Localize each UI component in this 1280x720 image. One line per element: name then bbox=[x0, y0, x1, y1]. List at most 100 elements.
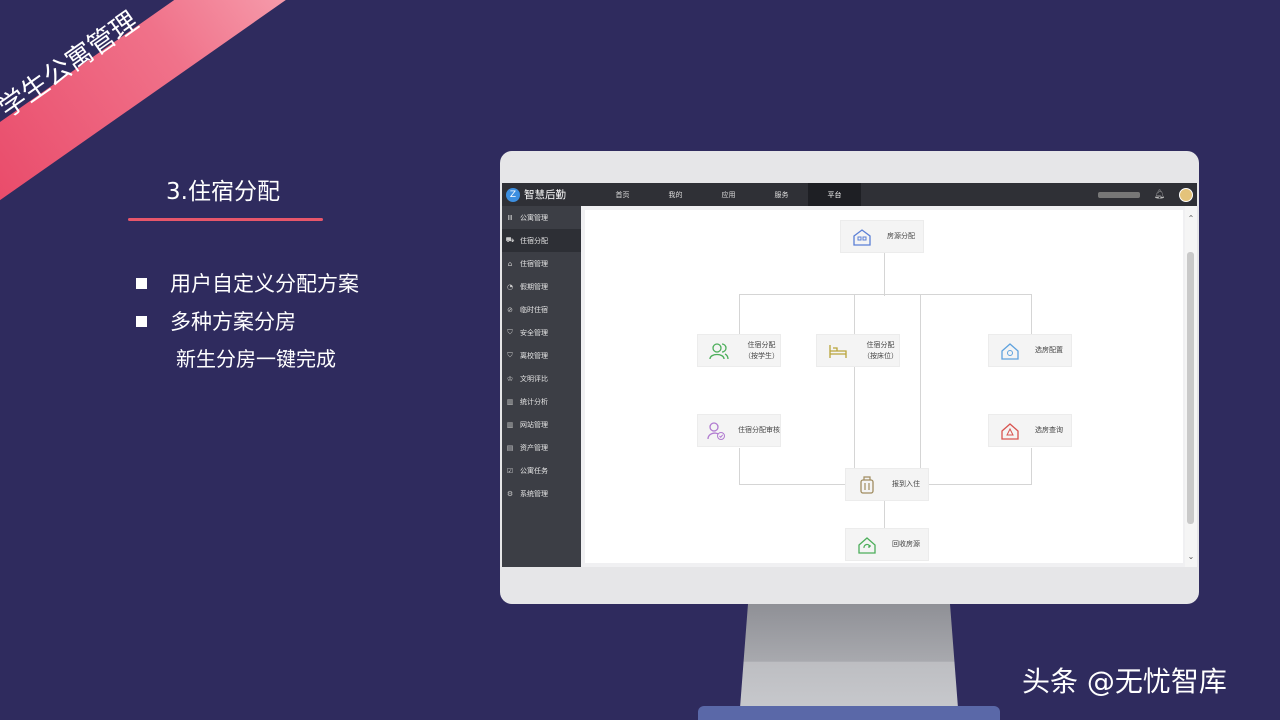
home-icon: ⌂ bbox=[507, 259, 513, 268]
node-recycle-rooms[interactable]: 回收房源 bbox=[845, 528, 929, 561]
user-check-icon bbox=[706, 421, 726, 440]
nav-apps[interactable]: 应用 bbox=[721, 190, 736, 199]
sidebar-item[interactable]: ♔ 文明评比 bbox=[502, 367, 581, 390]
task-icon: ☑ bbox=[506, 466, 514, 475]
node-label: 房源分配 bbox=[887, 232, 915, 240]
node-check-in[interactable]: 报到入住 bbox=[845, 468, 929, 501]
bed-icon: ⛟ bbox=[505, 236, 515, 244]
site-icon: ▥ bbox=[506, 420, 514, 429]
node-allocation-review[interactable]: 住宿分配审核 bbox=[697, 414, 781, 447]
bullet-square-icon bbox=[136, 277, 147, 289]
connector bbox=[1031, 294, 1032, 334]
watermark: 头条 @无忧智库 bbox=[1022, 665, 1227, 698]
nav-platform[interactable]: 平台 bbox=[808, 183, 861, 206]
sidebar-item[interactable]: Ⅲ 公寓管理 bbox=[502, 206, 581, 229]
sidebar-item-label: 文明评比 bbox=[520, 374, 548, 383]
app-topbar: Z 智慧后勤 首页 我的 应用 服务 平台 🔔︎ bbox=[502, 183, 1197, 206]
node-label: 住宿分配（按学生） bbox=[744, 340, 779, 360]
scroll-thumb[interactable] bbox=[1187, 252, 1194, 524]
house-alert-icon bbox=[997, 422, 1023, 440]
sidebar-item[interactable]: ⌂ 住宿管理 bbox=[502, 252, 581, 275]
logo-icon: Z bbox=[506, 187, 520, 202]
sidebar-item[interactable]: ◔ 假期管理 bbox=[502, 275, 581, 298]
node-label: 住宿分配（按床位） bbox=[863, 340, 898, 360]
medal-icon: ♔ bbox=[506, 374, 514, 383]
sidebar-item-label: 系统管理 bbox=[520, 489, 548, 498]
sidebar: Ⅲ 公寓管理 ⛟ 住宿分配 ⌂ 住宿管理 ◔ 假期管理 ⊘ 临时住宿 ⛉ 安全管理 ⛉ 离校管理 ♔ 文明评比… bbox=[502, 206, 581, 567]
nav-mine[interactable]: 我的 bbox=[668, 190, 683, 199]
connector bbox=[884, 501, 885, 528]
bullet-square-icon bbox=[136, 315, 147, 327]
sidebar-item-label: 资产管理 bbox=[520, 443, 548, 452]
sidebar-item-label: 网站管理 bbox=[520, 420, 548, 429]
luggage-icon bbox=[854, 475, 880, 494]
gear-icon: ⚙ bbox=[506, 489, 514, 498]
node-select-query[interactable]: 选房查询 bbox=[988, 414, 1072, 447]
bed-icon bbox=[825, 342, 851, 360]
monitor-stand bbox=[740, 604, 958, 708]
bullet-text: 多种方案分房 bbox=[170, 310, 296, 334]
main-content: 房源分配 住宿分配（按学生） 住宿分配（按床位） 选房配置 bbox=[581, 206, 1197, 567]
nav-home[interactable]: 首页 bbox=[615, 190, 630, 199]
connector bbox=[920, 294, 921, 468]
sidebar-item[interactable]: ☑ 公寓任务 bbox=[502, 459, 581, 482]
bullet-list: 用户自定义分配方案 多种方案分房 新生分房一键完成 bbox=[136, 264, 359, 378]
sidebar-item[interactable]: ⊘ 临时住宿 bbox=[502, 298, 581, 321]
clock-icon: ◔ bbox=[506, 282, 514, 291]
node-label: 住宿分配审核 bbox=[738, 426, 780, 434]
sidebar-item-label: 统计分析 bbox=[520, 397, 548, 406]
users-icon bbox=[706, 342, 732, 360]
sidebar-item[interactable]: ⛉ 安全管理 bbox=[502, 321, 581, 344]
sidebar-item[interactable]: ⛉ 离校管理 bbox=[502, 344, 581, 367]
sidebar-item[interactable]: ⛟ 住宿分配 bbox=[502, 229, 581, 252]
node-allocate-by-bed[interactable]: 住宿分配（按床位） bbox=[816, 334, 900, 367]
sidebar-item-label: 离校管理 bbox=[520, 351, 548, 360]
avatar[interactable] bbox=[1179, 187, 1193, 202]
scrollbar[interactable]: ⌃ ⌄ bbox=[1185, 206, 1197, 567]
bell-icon[interactable]: 🔔︎ bbox=[1153, 189, 1165, 200]
node-room-allocation[interactable]: 房源分配 bbox=[840, 220, 924, 253]
node-allocate-by-student[interactable]: 住宿分配（按学生） bbox=[697, 334, 781, 367]
sidebar-item-label: 假期管理 bbox=[520, 282, 548, 291]
scroll-up-icon[interactable]: ⌃ bbox=[1187, 214, 1195, 223]
logo-text: 智慧后勤 bbox=[524, 189, 566, 201]
scroll-down-icon[interactable]: ⌄ bbox=[1187, 552, 1195, 561]
list-icon: Ⅲ bbox=[507, 213, 513, 222]
stats-icon: ▥ bbox=[506, 397, 514, 406]
sidebar-item[interactable]: ⚙ 系统管理 bbox=[502, 482, 581, 505]
node-label: 报到入住 bbox=[892, 480, 920, 488]
title-underline bbox=[128, 218, 323, 221]
bullet-subtext: 新生分房一键完成 bbox=[176, 347, 336, 371]
connector bbox=[1031, 448, 1032, 484]
sidebar-item-label: 公寓任务 bbox=[520, 466, 548, 475]
app-logo[interactable]: Z 智慧后勤 bbox=[502, 187, 588, 202]
sidebar-item-label: 住宿管理 bbox=[520, 259, 548, 268]
sidebar-item-label: 临时住宿 bbox=[520, 305, 548, 314]
flow-diagram: 房源分配 住宿分配（按学生） 住宿分配（按床位） 选房配置 bbox=[585, 210, 1183, 563]
sidebar-item-label: 安全管理 bbox=[520, 328, 548, 337]
temp-icon: ⊘ bbox=[507, 305, 513, 314]
sidebar-item[interactable]: ▥ 统计分析 bbox=[502, 390, 581, 413]
section-title: 3.住宿分配 bbox=[166, 179, 280, 205]
sidebar-item-label: 住宿分配 bbox=[520, 236, 548, 245]
house-gear-icon bbox=[997, 342, 1023, 360]
bullet-text: 用户自定义分配方案 bbox=[170, 272, 359, 296]
connector bbox=[884, 253, 885, 296]
bullet-item: 多种方案分房 bbox=[136, 302, 359, 340]
connector bbox=[739, 294, 1032, 295]
shield-icon: ⛉ bbox=[507, 328, 513, 336]
connector bbox=[739, 294, 740, 334]
sidebar-item[interactable]: ▥ 网站管理 bbox=[502, 413, 581, 436]
house-recycle-icon bbox=[854, 536, 880, 554]
sidebar-item[interactable]: ▤资产管理 bbox=[502, 436, 581, 459]
node-label: 选房配置 bbox=[1035, 346, 1063, 354]
building-icon bbox=[849, 228, 875, 246]
node-label: 选房查询 bbox=[1035, 426, 1063, 434]
top-nav: 首页 我的 应用 服务 平台 bbox=[596, 183, 861, 206]
node-select-config[interactable]: 选房配置 bbox=[988, 334, 1072, 367]
leave-icon: ⛉ bbox=[507, 351, 513, 359]
sidebar-item-label: 公寓管理 bbox=[520, 213, 548, 222]
app-screen: Z 智慧后勤 首页 我的 应用 服务 平台 🔔︎ Ⅲ 公寓管理 ⛟ 住宿分配 ⌂ 住宿管理… bbox=[502, 183, 1197, 567]
monitor-base bbox=[698, 706, 1000, 720]
nav-service[interactable]: 服务 bbox=[774, 190, 789, 199]
